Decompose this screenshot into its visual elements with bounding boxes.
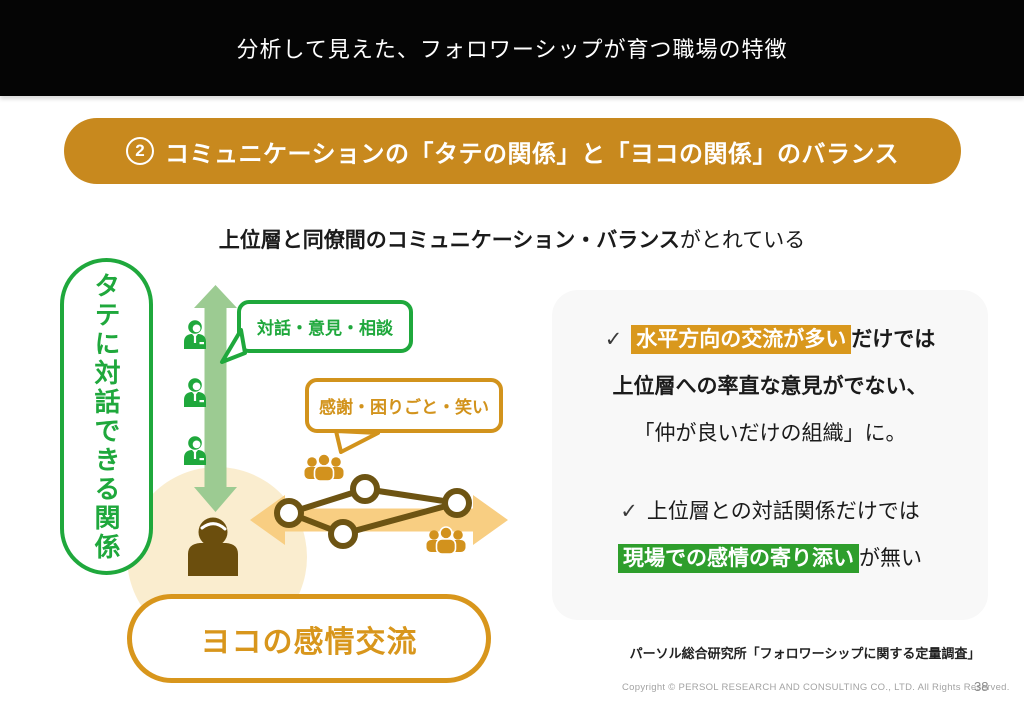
dialog-speech-bubble-label: 対話・意見・相談 — [257, 319, 393, 338]
insights-panel: ✓ 水平方向の交流が多いだけでは 上位層への率直な意見がでない、 「仲が良いだけの… — [552, 290, 988, 620]
business-person-icon — [184, 436, 206, 465]
page-title: 分析して見えた、フォロワーシップが育つ職場の特徴 — [236, 37, 788, 62]
gratitude-speech-bubble-label: 感謝・困りごと・笑い — [319, 398, 489, 417]
subtitle-emphasis: 上位層と同僚間のコミュニケーション・バランス — [218, 229, 680, 252]
team-group-icon — [425, 526, 467, 555]
header-bar: 分析して見えた、フォロワーシップが育つ職場の特徴 — [0, 0, 1024, 96]
business-person-icon — [184, 378, 206, 407]
section-banner-title: コミュニケーションの「タテの関係」と「ヨコの関係」のバランス — [164, 140, 900, 168]
page-number: 38 — [974, 679, 989, 694]
section-banner: 2 コミュニケーションの「タテの関係」と「ヨコの関係」のバランス — [64, 118, 961, 184]
check-icon: ✓ — [620, 500, 638, 523]
bullet-2-line-1: 上位層との対話関係だけでは — [646, 500, 920, 523]
bullet-1-suffix: だけでは — [851, 328, 936, 351]
circled-number-badge: 2 — [125, 137, 154, 165]
network-nodes — [274, 474, 472, 549]
bullet-1-highlight: 水平方向の交流が多い — [631, 325, 852, 354]
source-note: パーソル総合研究所「フォロワーシップに関する定量調査」 — [629, 646, 981, 661]
diagram-subtitle: 上位層と同僚間のコミュニケーション・バランスがとれている — [0, 224, 1024, 254]
copyright-text: Copyright © PERSOL RESEARCH AND CONSULTI… — [622, 682, 1010, 693]
team-group-icon — [303, 453, 345, 482]
dialog-speech-bubble: 対話・意見・相談 — [237, 300, 413, 353]
relations-diagram: タテに対話できる関係 対話・意見・相談 感謝・困りごと・笑い ヨコの感情交流 — [0, 250, 540, 709]
orange-bubble-tail — [334, 429, 380, 454]
check-icon: ✓ — [604, 328, 623, 351]
bullet-2-suffix: が無い — [859, 547, 922, 570]
bullet-1-line-2: 上位層への率直な意見がでない、 — [612, 375, 928, 398]
vertical-relation-label: タテに対話できる関係 — [91, 271, 121, 562]
network-edges — [287, 486, 458, 537]
bullet-2-highlight: 現場での感情の寄り添い — [618, 544, 859, 573]
bullet-1: ✓ 水平方向の交流が多いだけでは 上位層への率直な意見がでない、 「仲が良いだけの… — [552, 290, 988, 457]
gratitude-speech-bubble: 感謝・困りごと・笑い — [305, 378, 503, 433]
subtitle-rest: がとれている — [679, 229, 806, 252]
bullet-2: ✓ 上位層との対話関係だけでは 現場での感情の寄り添いが無い — [552, 488, 988, 582]
vertical-relation-pill: タテに対話できる関係 — [60, 258, 153, 575]
horizontal-relation-box: ヨコの感情交流 — [127, 594, 491, 683]
horizontal-relation-label: ヨコの感情交流 — [200, 625, 418, 659]
bullet-1-line-3: 「仲が良いだけの組織」に。 — [633, 422, 907, 445]
business-person-icon — [184, 320, 206, 349]
